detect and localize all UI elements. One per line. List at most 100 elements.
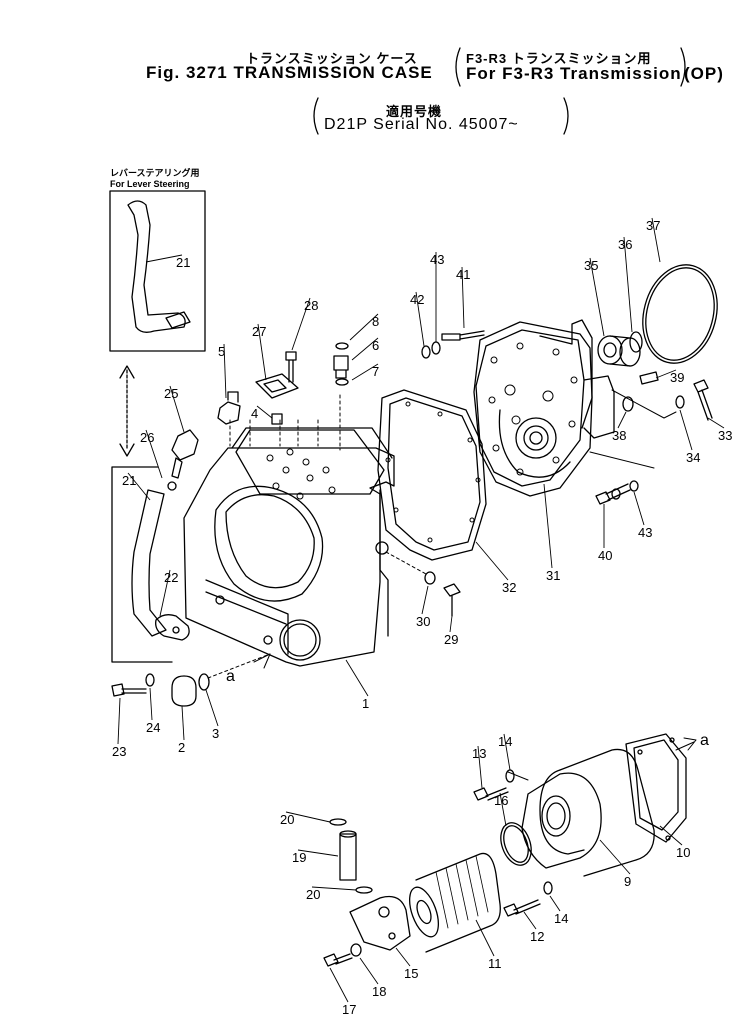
leader-line-part-1 <box>345 659 369 697</box>
leader-line-part-15 <box>395 947 411 967</box>
part-number-39: 39 <box>670 370 684 385</box>
part-number-8: 8 <box>372 314 379 329</box>
leader-line-part-24 <box>149 687 153 721</box>
leader-line-part-37 <box>651 217 661 263</box>
leader-line-part-33 <box>707 417 725 429</box>
serial-applicability: D21P Serial No. 45007~ <box>324 116 519 133</box>
part-number-27: 27 <box>252 324 266 339</box>
part-number-33: 33 <box>718 428 732 443</box>
part-number-30: 30 <box>416 614 430 629</box>
part-number-24: 24 <box>146 720 160 735</box>
part-number-11: 11 <box>488 956 502 971</box>
part-number-29: 29 <box>444 632 458 647</box>
leader-line-part-14 <box>503 733 511 771</box>
inset-label-japanese: レバーステアリング用 <box>110 167 200 178</box>
view-ref-a-left: a <box>226 668 235 685</box>
part-number-14: 14 <box>554 911 568 926</box>
part-number-23: 23 <box>112 744 126 759</box>
leader-line-part-6 <box>351 337 379 361</box>
leader-line-part-31 <box>543 483 553 569</box>
part-number-31: 31 <box>546 568 560 583</box>
leader-line-part-27 <box>257 323 267 381</box>
part-number-37: 37 <box>646 218 660 233</box>
part-number-1: 1 <box>362 696 369 711</box>
option-mark: (OP) <box>684 64 724 83</box>
part-number-14: 14 <box>498 734 512 749</box>
part-number-36: 36 <box>618 237 632 252</box>
leader-line-part-3 <box>205 689 219 727</box>
part-number-38: 38 <box>612 428 626 443</box>
part-number-43: 43 <box>638 525 652 540</box>
leader-line-part-26 <box>145 429 163 479</box>
part-number-25: 25 <box>164 386 178 401</box>
part-number-32: 32 <box>502 580 516 595</box>
leader-line-part-34 <box>679 409 693 451</box>
part-number-3: 3 <box>212 726 219 741</box>
applicability-english-paren: For F3-R3 Transmission <box>466 64 682 83</box>
part-number-18: 18 <box>372 984 386 999</box>
leader-line-part-23 <box>117 697 121 745</box>
part-number-34: 34 <box>686 450 700 465</box>
part-number-17: 17 <box>342 1002 356 1017</box>
leader-line-part-42 <box>415 291 425 347</box>
part-number-9: 9 <box>624 874 631 889</box>
leader-line-part-41 <box>461 266 465 329</box>
inset-label-english: For Lever Steering <box>110 179 190 189</box>
leader-line-part-22 <box>159 569 171 617</box>
part-number-21: 21 <box>176 255 190 270</box>
part-number-26: 26 <box>140 430 154 445</box>
part-number-15: 15 <box>404 966 418 981</box>
leader-line-part-10 <box>659 825 683 846</box>
leader-line-part-19 <box>297 849 339 857</box>
leader-line-part-17 <box>329 967 349 1003</box>
leader-line-part-9 <box>599 839 631 875</box>
part-number-21: 21 <box>122 473 136 488</box>
part-number-42: 42 <box>410 292 424 307</box>
leader-line-part-12 <box>523 911 537 930</box>
leader-line-part-30 <box>421 585 429 615</box>
part-number-6: 6 <box>372 338 379 353</box>
view-ref-a-right: a <box>700 732 709 749</box>
leader-line-part-13 <box>477 745 483 789</box>
leader-line-part-20 <box>311 886 357 891</box>
leader-line-part-18 <box>359 957 379 985</box>
part-number-28: 28 <box>304 298 318 313</box>
part-number-22: 22 <box>164 570 178 585</box>
serial-japanese: 適用号機 <box>386 104 443 119</box>
part-number-13: 13 <box>472 746 486 761</box>
figure-title: Fig. 3271 TRANSMISSION CASE <box>146 63 433 82</box>
leader-line-part-35 <box>589 257 605 337</box>
leader-line-part-21 <box>145 254 183 263</box>
leader-line-part-2 <box>181 705 185 741</box>
part-number-43: 43 <box>430 252 444 267</box>
part-number-19: 19 <box>292 850 306 865</box>
title-japanese: トランスミッション ケース <box>246 51 418 66</box>
leader-line-part-25 <box>169 385 185 433</box>
part-number-40: 40 <box>598 548 612 563</box>
part-number-2: 2 <box>178 740 185 755</box>
leader-line-part-29 <box>449 615 453 633</box>
leader-line-part-43 <box>633 491 645 526</box>
part-number-12: 12 <box>530 929 544 944</box>
leader-line-part-38 <box>617 411 627 429</box>
leader-line-part-14 <box>549 895 561 912</box>
leader-line-part-21 <box>127 472 151 501</box>
part-number-20: 20 <box>280 812 294 827</box>
part-number-41: 41 <box>456 267 470 282</box>
leader-line-part-20 <box>285 811 331 823</box>
part-number-35: 35 <box>584 258 598 273</box>
part-number-20: 20 <box>306 887 320 902</box>
leader-line-part-8 <box>349 313 379 341</box>
leader-line-part-16 <box>499 792 507 827</box>
leader-line-part-28 <box>291 297 311 351</box>
applicability-japanese-paren: F3-R3 トランスミッション用 <box>466 51 652 66</box>
part-number-16: 16 <box>494 793 508 808</box>
leader-line-part-39 <box>655 369 677 379</box>
part-number-7: 7 <box>372 364 379 379</box>
part-number-4: 4 <box>251 406 258 421</box>
part-number-10: 10 <box>676 845 690 860</box>
leader-line-part-11 <box>475 919 495 957</box>
leader-line-part-7 <box>351 363 379 381</box>
